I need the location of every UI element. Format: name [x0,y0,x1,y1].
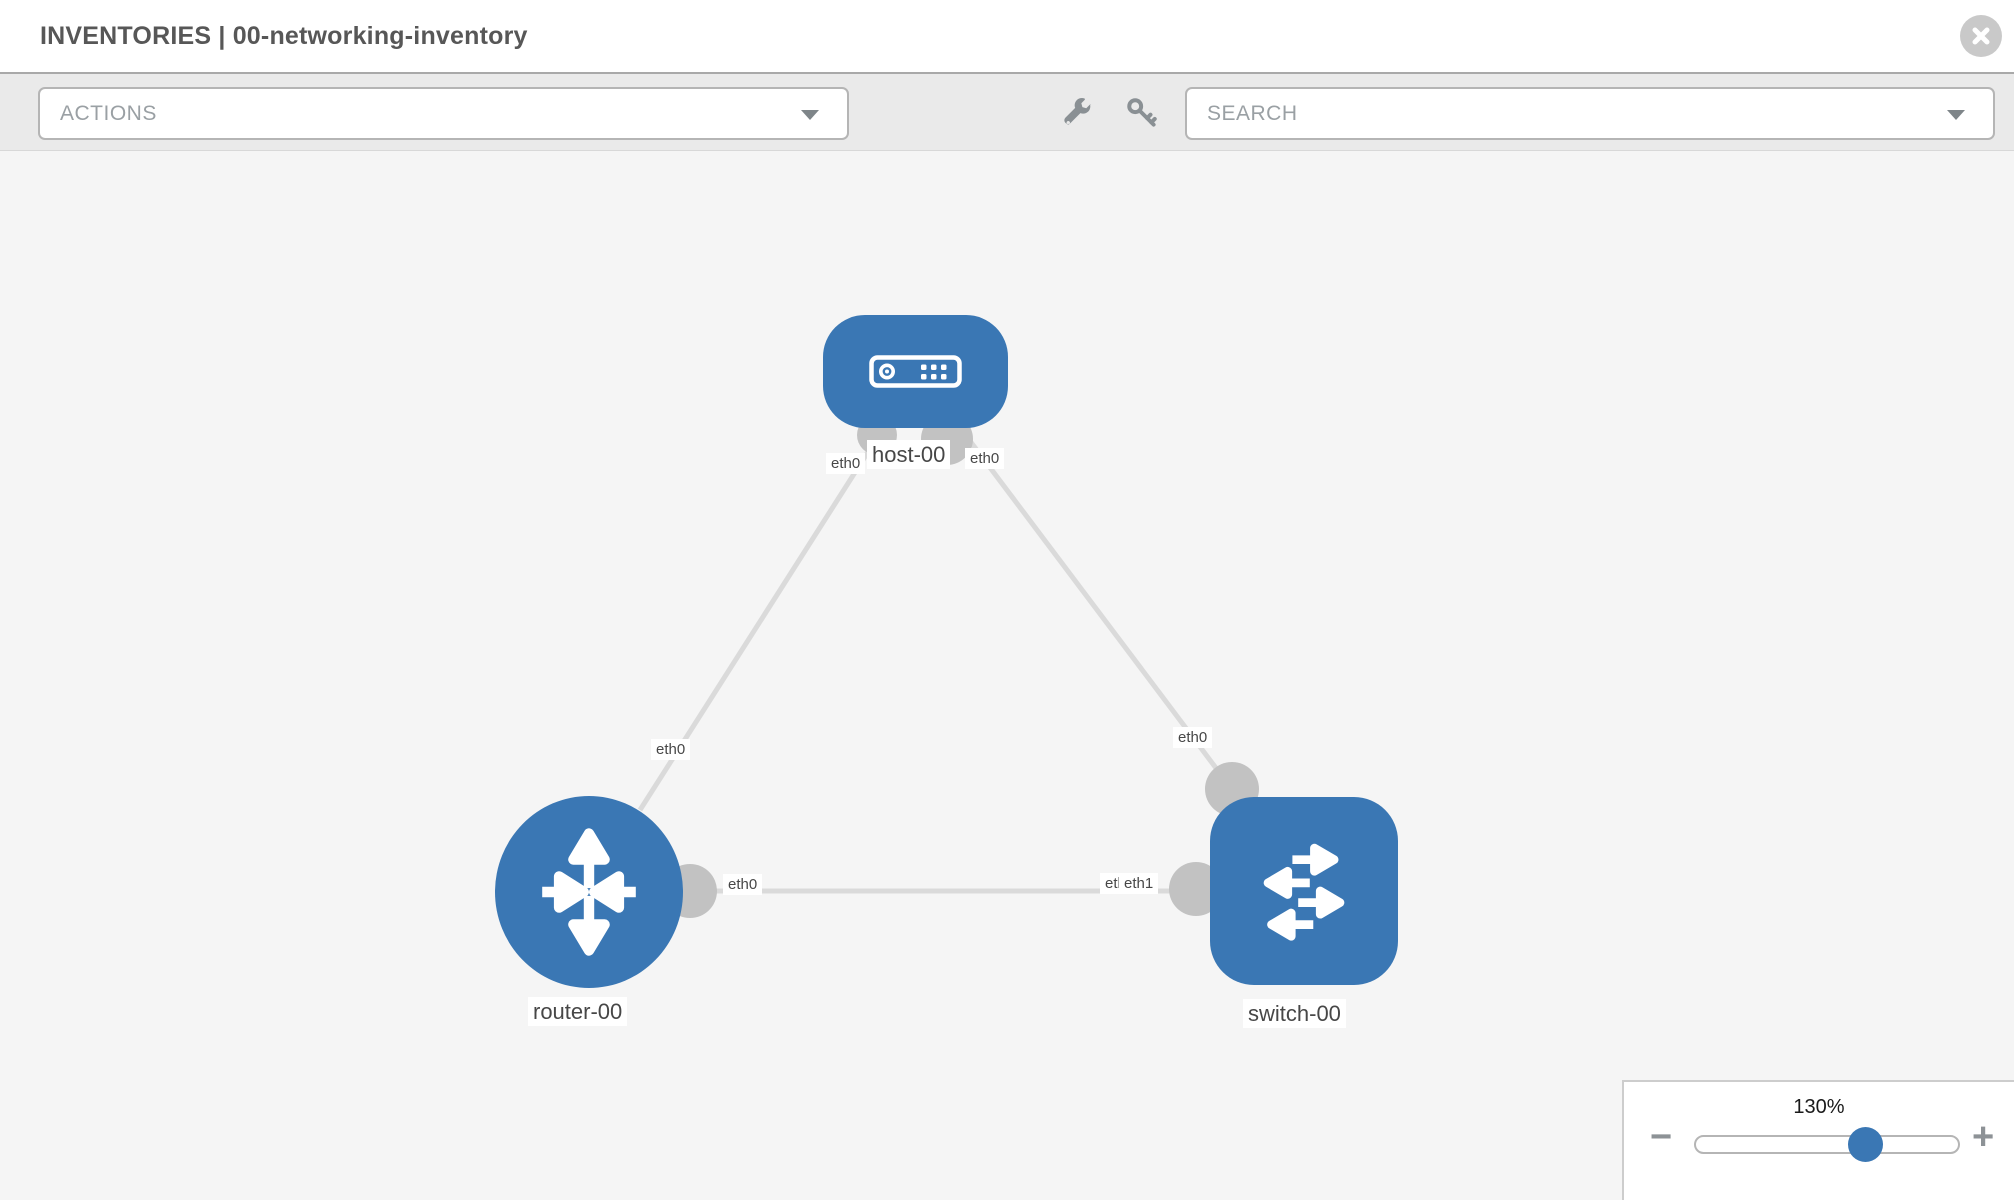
zoom-slider-track[interactable] [1694,1135,1960,1154]
actions-dropdown-label: ACTIONS [60,101,157,125]
search-dropdown-label: SEARCH [1207,101,1298,125]
actions-dropdown[interactable]: ACTIONS [38,87,849,140]
wrench-icon [1064,97,1092,125]
close-button[interactable] [1960,15,2002,57]
zoom-out-button[interactable]: − [1650,1116,1673,1158]
key-icon [1127,98,1157,127]
interface-label-switch-host-link: eth0 [1173,727,1213,749]
node-switch-00[interactable] [1210,797,1398,985]
close-icon [1972,27,1990,45]
interface-label-router-host-link: eth0 [651,739,691,761]
zoom-level-label: 130% [1793,1096,1845,1118]
search-dropdown[interactable]: SEARCH [1185,87,1995,140]
node-host-00[interactable] [823,315,1008,428]
wrench-button[interactable] [1062,97,1094,134]
page-title: INVENTORIES | 00-networking-inventory [40,21,528,50]
interface-label-router-switch-link-left: eth0 [723,874,763,896]
zoom-in-button[interactable]: + [1972,1116,1995,1158]
topology-canvas[interactable]: host-00 router-00 switch-00 eth0 eth0 et… [0,152,2014,1200]
node-label-router: router-00 [528,997,628,1027]
host-icon [869,355,962,388]
node-router-00[interactable] [495,796,683,988]
key-button[interactable] [1125,96,1159,135]
node-label-host: host-00 [867,440,951,470]
interface-label-host-right: eth0 [965,448,1005,470]
connector-switch-left [1169,862,1223,916]
switch-icon [1263,843,1345,941]
chevron-down-icon [1947,110,1965,120]
toolbar: ACTIONS SEARCH [0,74,2014,151]
zoom-slider-thumb[interactable] [1848,1127,1883,1162]
interface-label-host-left: eth0 [826,453,866,475]
chevron-down-icon [801,110,819,120]
interface-label-router-switch-link-right-front: eth1 [1119,873,1159,895]
router-icon [542,828,636,956]
zoom-panel: 130% − + [1622,1080,2014,1200]
node-label-switch: switch-00 [1243,999,1346,1029]
header: INVENTORIES | 00-networking-inventory [0,0,2014,74]
